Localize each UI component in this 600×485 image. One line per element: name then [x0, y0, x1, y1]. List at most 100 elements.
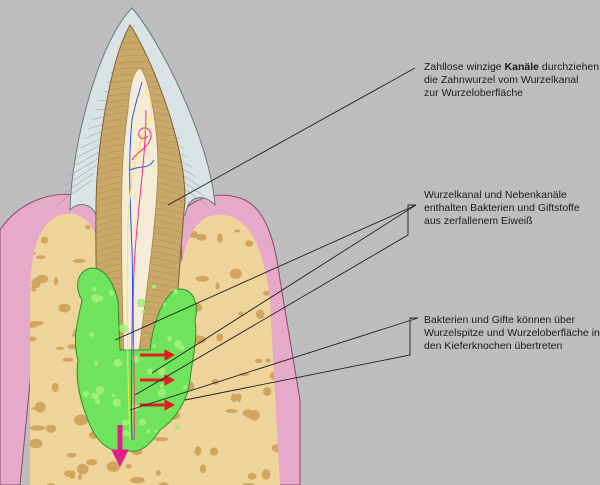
bone-pore: [281, 188, 289, 194]
bone-pore: [215, 282, 220, 290]
infection-spot: [163, 302, 167, 306]
infection-spot: [173, 289, 179, 294]
enamel-rod: [64, 165, 97, 187]
infection-spot: [154, 429, 158, 433]
bone-pore: [285, 213, 299, 217]
bone-pore: [217, 233, 223, 243]
bone-pore: [255, 309, 265, 319]
enamel-rod: [68, 158, 99, 177]
bone-pore: [254, 358, 263, 363]
bone-pore: [225, 408, 238, 413]
infection-spot: [157, 367, 166, 376]
caption-root-canal-line1: Wurzelkanal und Nebenkanäle: [424, 189, 567, 201]
caption-canals-line1: Zahllose winzige Kanäle durchziehen: [424, 61, 600, 73]
infection-spot: [98, 390, 101, 394]
enamel-rod: [72, 151, 101, 168]
bone-pore: [154, 437, 169, 442]
bone-pore: [247, 472, 257, 480]
infection-spot: [182, 384, 188, 390]
infection-spot: [141, 310, 146, 314]
infection-spot: [112, 398, 121, 407]
infection-spot: [95, 386, 105, 395]
infection-spot: [113, 358, 122, 367]
bone-pore: [261, 469, 271, 480]
infection-spot: [146, 368, 153, 375]
bone-pore: [263, 290, 270, 296]
bone-pore: [125, 464, 132, 469]
bone-pore: [64, 470, 73, 477]
bone-pore: [242, 483, 256, 485]
apex-arrow: [111, 425, 129, 468]
bone-pore: [45, 424, 57, 433]
infection-spot: [151, 284, 157, 289]
bone-pore: [130, 476, 145, 484]
bone-pore: [62, 357, 74, 362]
caption-canals: Zahllose winzige Kanäle durchziehen die …: [424, 61, 599, 100]
caption-canals-line3: zur Wurzeloberfläche: [424, 87, 524, 99]
infection-spot: [136, 298, 146, 308]
caption-bacteria-line3: den Kieferknochen übertreten: [424, 340, 563, 352]
bone-pore: [234, 229, 241, 233]
caption-bacteria: Bakterien und Gifte können über Wurzelsp…: [424, 314, 600, 353]
enamel-rod: [56, 179, 93, 206]
bone-pore: [30, 438, 43, 449]
infection-spot: [122, 430, 129, 437]
caption-root-canal: Wurzelkanal und Nebenkanäle enthalten Ba…: [424, 189, 580, 228]
bone-pore: [30, 324, 38, 328]
infection-spot: [82, 391, 90, 398]
infection-spot: [94, 398, 101, 405]
bone-pore: [229, 268, 242, 279]
infection-spot: [159, 383, 164, 388]
caption-root-canal-line3: aus zerfallenem Eiweiß: [424, 215, 533, 227]
infection-spot: [167, 336, 172, 342]
caption-bacteria-line1: Bakterien und Gifte können über: [424, 314, 576, 326]
bone-pore: [86, 459, 98, 466]
infection-spot: [119, 324, 128, 333]
infection-spot: [94, 361, 99, 366]
infection-spot: [122, 419, 129, 426]
bone-pore: [36, 255, 46, 260]
leader-lines: [114, 67, 419, 411]
nerves: [126, 81, 155, 441]
bone-pore: [40, 236, 49, 244]
enamel-rod: [60, 172, 95, 196]
pulp-canal: [121, 67, 159, 441]
bone-pore: [36, 274, 48, 284]
infection-spot: [138, 418, 146, 426]
bone-pore: [245, 240, 254, 247]
enamel-rod: [79, 136, 105, 149]
bone-pore: [195, 275, 209, 282]
infection-spot: [89, 332, 94, 337]
bone-pore: [291, 188, 296, 196]
bone-pore: [263, 387, 272, 397]
infection-spot: [91, 392, 98, 400]
infection-spot: [178, 344, 185, 351]
bone-pore: [155, 470, 161, 476]
infection-spot: [92, 287, 97, 292]
infection-spot: [131, 355, 140, 363]
bone-pore: [72, 259, 86, 263]
bone-pore: [230, 393, 238, 403]
bone-pore: [53, 277, 59, 286]
bone-pore: [78, 474, 82, 480]
caption-root-canal-line2: enthalten Bakterien und Giftstoffe: [424, 202, 580, 214]
bone-pore: [73, 414, 89, 426]
bone-pore: [106, 461, 120, 472]
bone-pore: [51, 382, 59, 392]
enamel-rod: [76, 143, 103, 158]
bone-pore: [239, 372, 250, 376]
infection-spot: [152, 344, 156, 348]
bone-pore: [30, 425, 45, 431]
bone-pore: [200, 464, 207, 474]
bone-pore: [66, 452, 77, 458]
bone-pore: [194, 450, 201, 455]
infection-spot: [158, 388, 166, 397]
bone-pore: [85, 224, 91, 230]
bone-pore: [58, 303, 71, 313]
bone-pore: [30, 336, 37, 342]
caption-bacteria-line2: Wurzelspitze und Wurzeloberfläche in: [424, 327, 600, 339]
bone-pore: [265, 358, 271, 363]
bone-pore: [56, 346, 64, 350]
bone-pore: [209, 447, 219, 456]
